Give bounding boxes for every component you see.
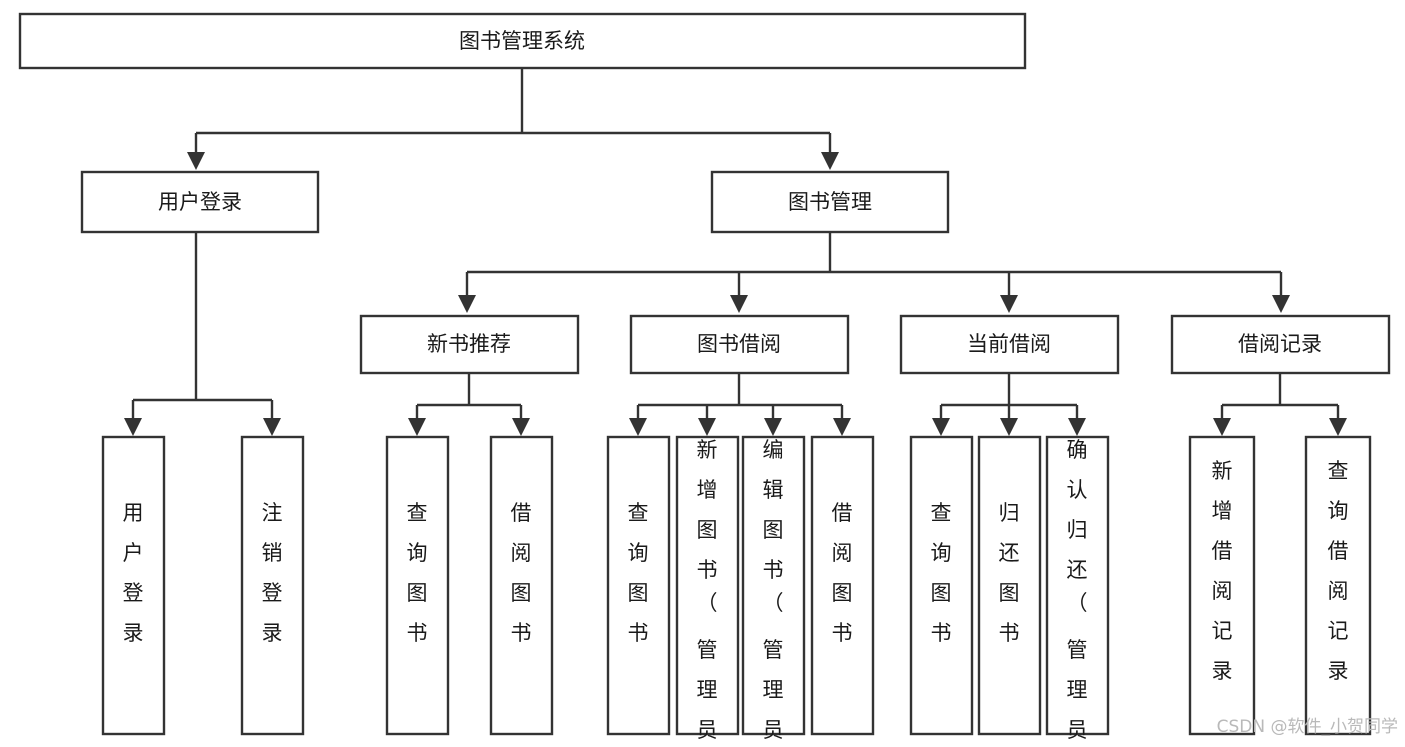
connector-newbook-to-leaves	[408, 373, 530, 436]
leaf-book-borrow-4[interactable]: 借阅图书	[810, 435, 875, 736]
leaf-box[interactable]	[977, 435, 1042, 736]
node-label-user-login: 用户登录	[158, 190, 242, 214]
arrow-to-leaf	[263, 418, 281, 436]
leaf-box[interactable]	[909, 435, 974, 736]
leaf-label: 新增图书（管理员）	[697, 438, 718, 747]
leaf-box[interactable]	[675, 435, 740, 736]
leaf-box[interactable]	[741, 435, 806, 736]
node-box-user-login[interactable]	[80, 170, 320, 234]
leaf-label: 借阅图书	[511, 501, 532, 645]
node-borrow-record[interactable]: 借阅记录	[1170, 314, 1391, 375]
leaf-current-borrow-2[interactable]: 归还图书	[977, 435, 1042, 736]
arrow-to-leaf	[629, 418, 647, 436]
leaf-box[interactable]	[101, 435, 166, 736]
leaf-box[interactable]	[1304, 435, 1372, 736]
arrow-to-leaf	[833, 418, 851, 436]
leaf-box[interactable]	[240, 435, 305, 736]
connector-currentborrow-to-leaves	[932, 373, 1086, 436]
node-box-book-borrow[interactable]	[629, 314, 850, 375]
arrow-to-leaf	[124, 418, 142, 436]
leaf-user-login-1[interactable]: 用户登录	[101, 435, 166, 736]
arrow-to-book-mgmt	[821, 152, 839, 170]
arrow-to-leaf	[512, 418, 530, 436]
node-box-current-borrow[interactable]	[899, 314, 1120, 375]
connector-userlogin-to-leaves	[124, 232, 281, 436]
node-box-borrow-record[interactable]	[1170, 314, 1391, 375]
leaf-label: 查询图书	[628, 501, 649, 645]
connector-root-to-level2	[187, 68, 839, 170]
arrow-to-leaf	[1068, 418, 1086, 436]
leaf-box[interactable]	[1045, 435, 1110, 736]
leaf-box[interactable]	[1188, 435, 1256, 736]
node-new-book-recommend[interactable]: 新书推荐	[359, 314, 580, 375]
arrow-to-leaf	[698, 418, 716, 436]
leaf-label: 查询借阅记录	[1328, 459, 1349, 683]
node-box-new-book-recommend[interactable]	[359, 314, 580, 375]
arrow-to-user-login	[187, 152, 205, 170]
node-current-borrow[interactable]: 当前借阅	[899, 314, 1120, 375]
arrow-to-leaf	[1000, 418, 1018, 436]
leaf-label: 用户登录	[123, 501, 144, 645]
arrow-to-new-book	[458, 295, 476, 313]
arrow-to-leaf	[1213, 418, 1231, 436]
leaf-book-borrow-2[interactable]: 新增图书（管理员）	[675, 435, 740, 747]
leaf-book-borrow-3[interactable]: 编辑图书（管理员）	[741, 435, 806, 747]
arrow-to-borrow-record	[1272, 295, 1290, 313]
leaf-user-login-2[interactable]: 注销登录	[240, 435, 305, 736]
leaf-book-borrow-1[interactable]: 查询图书	[606, 435, 671, 736]
leaf-label: 注销登录	[262, 501, 283, 645]
node-box-book-management[interactable]	[710, 170, 950, 234]
leaf-label: 归还图书	[999, 501, 1020, 645]
node-box-root[interactable]	[18, 12, 1027, 70]
leaf-label: 查询图书	[931, 501, 952, 645]
connector-bookmgmt-to-level3	[458, 232, 1290, 313]
csdn-watermark: CSDN @软件_小贺同学	[1217, 717, 1398, 737]
node-label-book-management: 图书管理	[788, 190, 872, 214]
leaf-borrow-record-2[interactable]: 查询借阅记录	[1304, 435, 1372, 736]
leaf-new-book-1[interactable]: 查询图书	[385, 435, 450, 736]
leaf-current-borrow-1[interactable]: 查询图书	[909, 435, 974, 736]
arrow-to-leaf	[764, 418, 782, 436]
node-label-current-borrow: 当前借阅	[967, 332, 1051, 356]
leaf-box[interactable]	[810, 435, 875, 736]
node-book-management[interactable]: 图书管理	[710, 170, 950, 234]
node-label-borrow-record: 借阅记录	[1238, 332, 1322, 356]
node-label-root: 图书管理系统	[459, 29, 585, 53]
leaf-label: 确认归还（管理员）	[1067, 438, 1088, 747]
arrow-to-leaf	[1329, 418, 1347, 436]
arrow-to-current-borrow	[1000, 295, 1018, 313]
node-root-system[interactable]: 图书管理系统	[18, 12, 1027, 70]
leaf-label: 查询图书	[407, 501, 428, 645]
leaf-box[interactable]	[489, 435, 554, 736]
leaf-label: 借阅图书	[832, 501, 853, 645]
arrow-to-book-borrow	[730, 295, 748, 313]
leaf-label: 编辑图书（管理员）	[763, 438, 784, 747]
leaf-borrow-record-1[interactable]: 新增借阅记录	[1188, 435, 1256, 736]
leaf-current-borrow-3[interactable]: 确认归还（管理员）	[1045, 435, 1110, 747]
arrow-to-leaf	[932, 418, 950, 436]
leaf-box[interactable]	[385, 435, 450, 736]
arrow-to-leaf	[408, 418, 426, 436]
node-label-book-borrow: 图书借阅	[697, 332, 781, 356]
node-book-borrow[interactable]: 图书借阅	[629, 314, 850, 375]
node-label-new-book-recommend: 新书推荐	[427, 332, 511, 356]
leaf-box[interactable]	[606, 435, 671, 736]
node-user-login[interactable]: 用户登录	[80, 170, 320, 234]
connector-borrowrecord-to-leaves	[1213, 373, 1347, 436]
leaf-new-book-2[interactable]: 借阅图书	[489, 435, 554, 736]
connector-bookborrow-to-leaves	[629, 373, 851, 436]
leaf-label: 新增借阅记录	[1212, 459, 1233, 683]
